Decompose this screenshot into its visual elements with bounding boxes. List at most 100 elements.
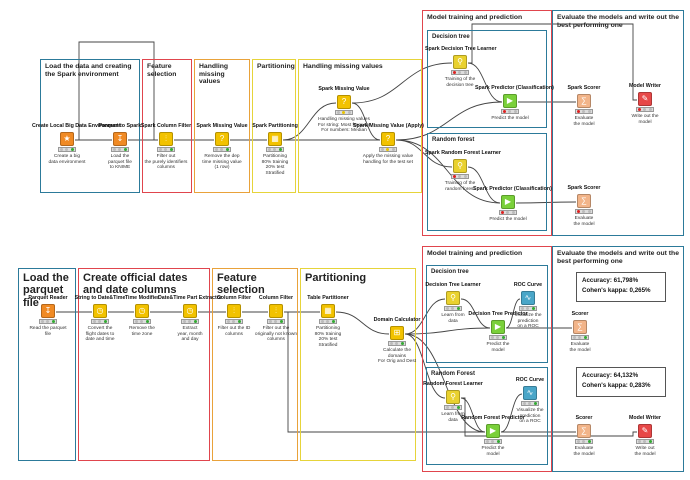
wire-rflearner-predictor <box>467 166 501 204</box>
domain-icon: ⊞ <box>390 325 404 340</box>
annotation-title: Create official dates and date columns <box>83 272 188 297</box>
node-description: Load the parquet file to KNIME <box>108 153 132 171</box>
node-label: Date&Time Part Extractor <box>157 295 223 301</box>
node-spark-scorer-2[interactable]: Spark Scorer∑Evaluate the model <box>549 185 619 227</box>
annotation-training-1: Model training and prediction <box>422 10 552 236</box>
node-description: Partitioning 80% training 20% test Strat… <box>261 153 289 177</box>
node-spark-missing-value-2[interactable]: Spark Missing Value?Handling missing val… <box>309 86 379 134</box>
node-spark-decision-tree-learner[interactable]: Spark Decision Tree Learner⚲Training of … <box>425 46 497 88</box>
annotation-title: Decision tree <box>432 34 470 40</box>
annotation-title: Load the parquet file <box>23 272 69 309</box>
node-model-writer-2[interactable]: Model Writer✎Write out the model <box>610 415 680 457</box>
node-label: Column Filter <box>216 295 252 301</box>
node-roc-curve-2[interactable]: ROC Curve∿Visualize the prediction on a … <box>495 377 565 425</box>
parquet-icon: ↧ <box>113 131 127 146</box>
traffic-light <box>181 318 199 324</box>
wire-rflearner-writer <box>461 397 637 437</box>
node-label: Domain Calculator <box>373 317 421 323</box>
node-label: Parquet to Spark <box>98 123 142 129</box>
traffic-light <box>575 108 593 114</box>
traffic-light <box>521 400 539 406</box>
traffic-light <box>379 146 397 152</box>
metrics-random-forest: Accuracy: 64,132%Cohen's kappa: 0,283% <box>576 367 666 397</box>
node-description: Calculate the domains For Orig and Dest <box>377 347 417 365</box>
traffic-light <box>451 69 469 75</box>
node-label: Model Writer <box>629 415 661 421</box>
wire-apply-rfpredictor <box>395 139 501 204</box>
traffic-light <box>39 318 57 324</box>
traffic-light <box>58 146 76 152</box>
clock-icon: ◷ <box>135 303 149 318</box>
annotation-feature-selection-2: Feature selection <box>212 268 298 461</box>
node-description: Remove the dep time missing value (1 row… <box>202 153 242 171</box>
node-description: Apply the missing value handling for the… <box>362 153 414 165</box>
node-time-modifier[interactable]: Time Modifier◷Remove the time zone <box>107 295 177 337</box>
node-description: Visualize the prediction on a ROC <box>516 407 544 425</box>
node-decision-tree-learner[interactable]: Decision Tree Learner⚲Learn from data <box>418 282 488 324</box>
annotation-random-forest-1: Random forest <box>427 133 547 231</box>
node-spark-random-forest-learner[interactable]: Spark Random Forest Learner⚲Training of … <box>425 150 501 192</box>
node-decision-tree-predictor[interactable]: Decision Tree Predictor▶Predict the mode… <box>463 311 533 353</box>
node-random-forest-predictor[interactable]: Random Forest Predictor▶Predict the mode… <box>458 415 528 457</box>
node-description: Evaluate the model <box>569 341 591 353</box>
traffic-light <box>335 109 353 115</box>
node-description: Evaluate the model <box>573 115 595 127</box>
traffic-light <box>499 209 517 215</box>
annotation-dates: Create official dates and date columns <box>78 268 210 461</box>
node-spark-column-filter[interactable]: Spark Column Filter ⫶ Filter out the purel… <box>131 123 201 171</box>
traffic-light <box>266 146 284 152</box>
traffic-light <box>157 146 175 152</box>
node-spark-predictor-rf[interactable]: Spark Predictor (Classification)▶Predict… <box>473 186 552 223</box>
node-model-writer-1[interactable]: Model Writer✎Write out the model <box>610 83 680 125</box>
annotation-missing-values-2: Handling missing values <box>298 59 422 193</box>
node-create-local-big-data-env[interactable]: Create Local Big Data Environment★Create… <box>32 123 121 165</box>
node-scorer-1[interactable]: Scorer∑Evaluate the model <box>545 311 615 353</box>
predictor-icon: ▶ <box>503 93 517 108</box>
node-description: Partitioning 80% training 20% test Strat… <box>314 325 342 349</box>
missing-value-apply-icon: ? <box>381 131 395 146</box>
node-column-filter-2[interactable]: Column Filter⫶Filter out the originally … <box>241 295 311 343</box>
node-parquet-reader[interactable]: Parquet Reader↧Read the parquet file <box>13 295 83 337</box>
node-label: Scorer <box>571 311 589 317</box>
node-description: Learn from data <box>441 411 465 423</box>
node-roc-curve-1[interactable]: ROC Curve∿Visualize the prediction on a … <box>493 282 563 330</box>
annotation-decision-tree-1: Decision tree <box>427 30 547 128</box>
annotation-evaluate-1: Evaluate the models and write out the be… <box>552 10 684 236</box>
node-description: Handling missing values For string: Most… <box>317 116 371 134</box>
node-column-filter-1[interactable]: Column Filter⫶Filter out the ID columns <box>199 295 269 337</box>
node-label: Spark Scorer <box>567 85 601 91</box>
node-spark-missing-value-apply[interactable]: Spark Missing Value (Apply)?Apply the mi… <box>353 123 424 165</box>
node-description: Write out the model <box>634 445 656 457</box>
annotation-title: Partitioning <box>305 272 367 284</box>
node-description: Convert the flight dates to date and tim… <box>85 325 115 343</box>
node-datetime-part-extractor[interactable]: Date&Time Part Extractor◷Extract year, m… <box>155 295 225 343</box>
traffic-light <box>319 318 337 324</box>
wire-dtlearner-predictor <box>467 62 503 103</box>
node-parquet-to-spark[interactable]: Parquet to Spark ↧ Load the parquet file t… <box>85 123 155 171</box>
traffic-light <box>451 173 469 179</box>
node-string-to-datetime[interactable]: String to Date&Time◷Convert the flight d… <box>65 295 135 343</box>
wire-apply-dtpredictor <box>395 101 503 141</box>
node-spark-scorer-1[interactable]: Spark Scorer∑Evaluate the model <box>549 85 619 127</box>
annotation-title: Model training and prediction <box>427 14 523 21</box>
node-description: Filter out the purely identifiers column… <box>144 153 188 171</box>
node-random-forest-learner[interactable]: Random Forest Learner⚲Learn from data <box>418 381 488 423</box>
traffic-light <box>575 438 593 444</box>
annotation-decision-tree-2: Decision tree <box>426 265 548 363</box>
column-filter-icon: ⫶ <box>159 131 173 146</box>
annotation-evaluate-2: Evaluate the models and write out the be… <box>552 246 684 472</box>
node-spark-missing-value-1[interactable]: Spark Missing Value?Remove the dep time … <box>187 123 257 171</box>
node-label: Spark Predictor (Classification) <box>475 85 554 91</box>
node-spark-partitioning[interactable]: Spark Partitioning▦Partitioning 80% trai… <box>240 123 310 177</box>
wire-filter-rfpredictor <box>284 311 485 433</box>
node-table-partitioner[interactable]: Table Partitioner▦Partitioning 80% train… <box>293 295 363 349</box>
node-spark-predictor-dt[interactable]: Spark Predictor (Classification)▶Predict… <box>475 85 554 122</box>
traffic-light <box>571 334 589 340</box>
node-scorer-2[interactable]: Scorer∑Evaluate the model <box>549 415 619 457</box>
annotation-partitioning-1: Partitioning <box>252 59 296 193</box>
node-domain-calculator[interactable]: Domain Calculator ⊞ Calculate the domains … <box>362 317 432 365</box>
node-label: Spark Column Filter <box>140 123 192 129</box>
annotation-title: Load the data and creating the Spark env… <box>45 63 132 78</box>
traffic-light <box>133 318 151 324</box>
node-description: Visualize the prediction on a ROC <box>514 312 542 330</box>
